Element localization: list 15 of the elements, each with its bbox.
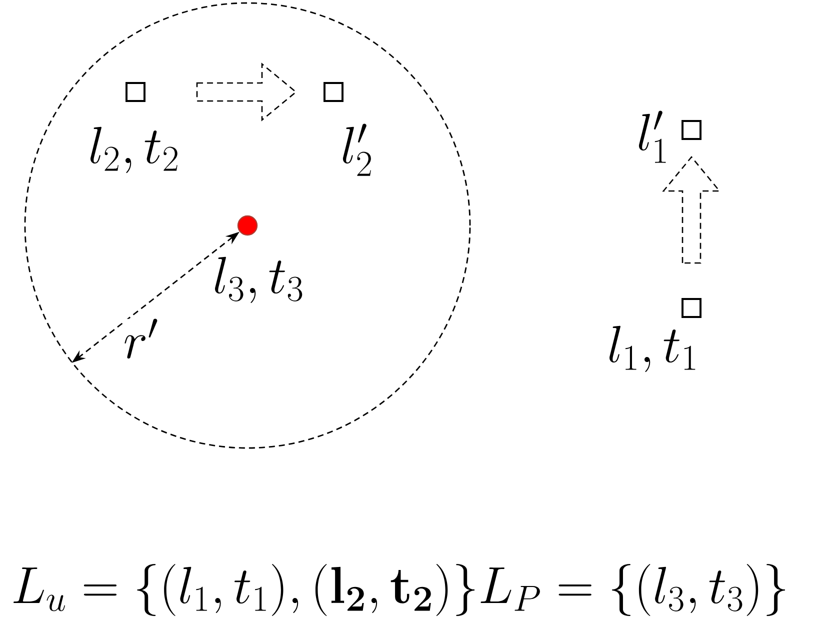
square-marker bbox=[126, 82, 146, 102]
point-label: $l'_2$ bbox=[342, 124, 371, 176]
point-label: $l_2, t_2$ bbox=[90, 126, 178, 174]
dashed-circle bbox=[24, 2, 471, 449]
square-marker bbox=[682, 120, 702, 140]
square-marker bbox=[324, 82, 344, 102]
block-arrow bbox=[662, 156, 721, 264]
point-label: $l_1, t_1$ bbox=[610, 326, 696, 372]
block-arrow bbox=[196, 62, 298, 122]
square-marker bbox=[682, 298, 702, 318]
point-label: $l_3, t_3$ bbox=[215, 256, 302, 304]
dot-marker bbox=[237, 215, 258, 236]
edge-label: $r'$ bbox=[123, 318, 159, 359]
point-label: $l'_1$ bbox=[638, 110, 666, 163]
caption: $L_u = \{(l_1, t_1), \mathbf{(l_2, t_2)}\} L_P = \{(l_3, t_3)\}$ bbox=[14, 564, 786, 616]
